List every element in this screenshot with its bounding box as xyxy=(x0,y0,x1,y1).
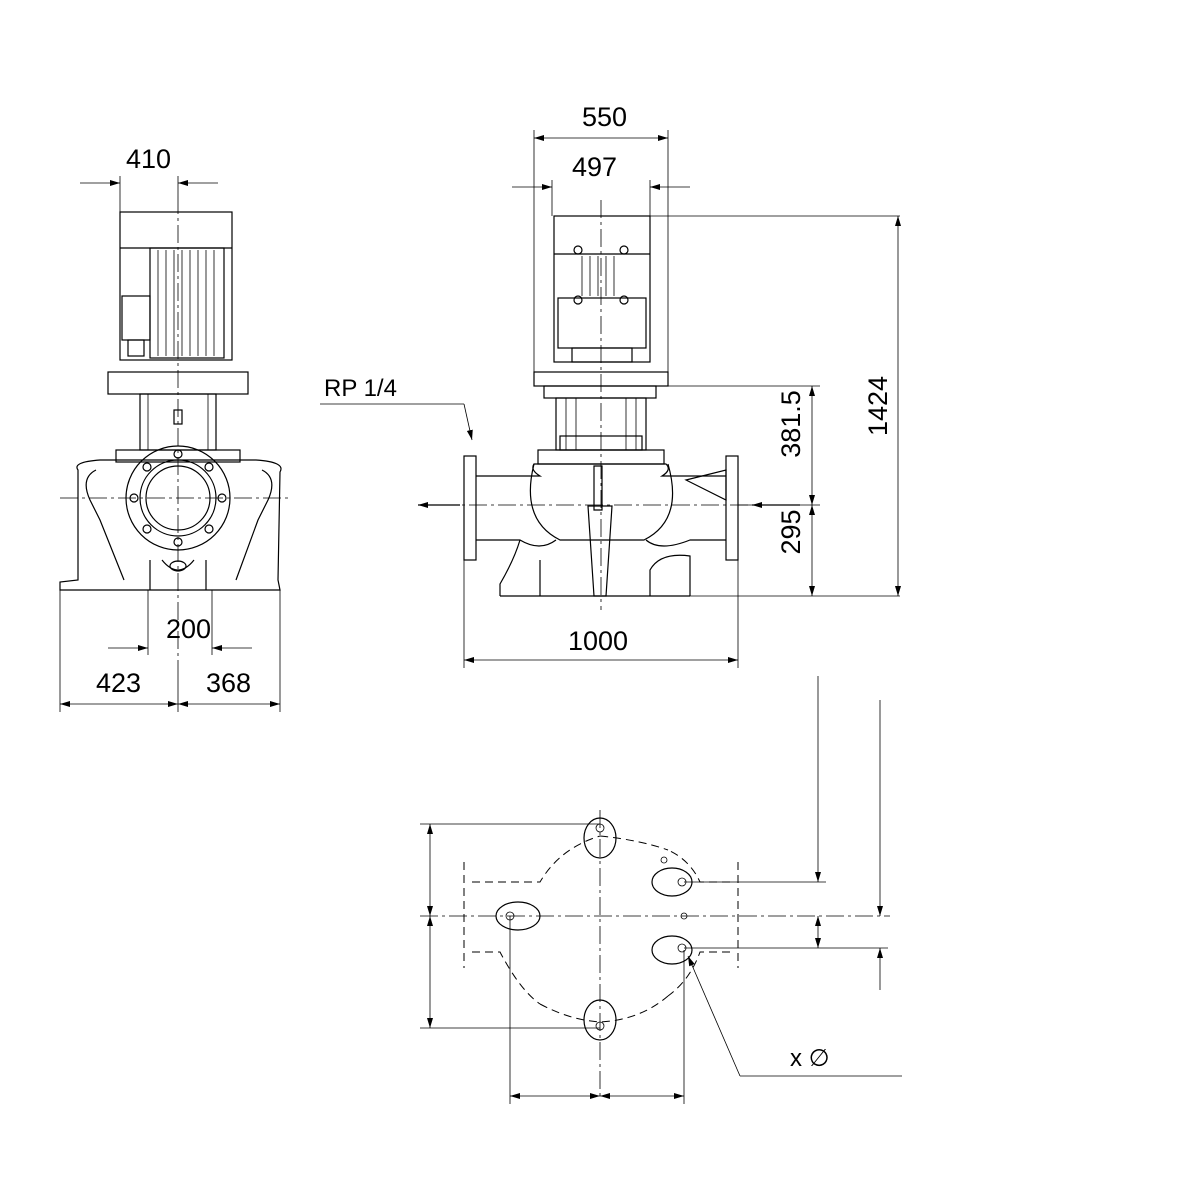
dim-410: 410 xyxy=(126,144,171,174)
motor xyxy=(119,211,233,361)
dim-381-5: 381.5 xyxy=(776,390,806,458)
dim-550: 550 xyxy=(582,102,627,132)
dim-295: 295 xyxy=(776,509,806,554)
dim-497: 497 xyxy=(572,152,617,182)
dim-1000: 1000 xyxy=(568,626,628,656)
dim-423: 423 xyxy=(96,668,141,698)
side-view: 410 200 423 368 xyxy=(59,144,290,712)
front-view: RP 1/4 550 497 1424 381.5 295 1000 xyxy=(320,102,901,668)
dim-200: 200 xyxy=(166,614,211,644)
motor-front xyxy=(553,215,651,363)
pump-body-side xyxy=(59,445,282,591)
label-hole-diameter: x ∅ xyxy=(790,1045,830,1072)
plan-view: x ∅ xyxy=(420,676,902,1104)
dim-368: 368 xyxy=(206,668,251,698)
label-rp-connection: RP 1/4 xyxy=(324,375,397,402)
foot-holes xyxy=(495,817,693,1041)
dim-1424: 1424 xyxy=(863,376,893,436)
